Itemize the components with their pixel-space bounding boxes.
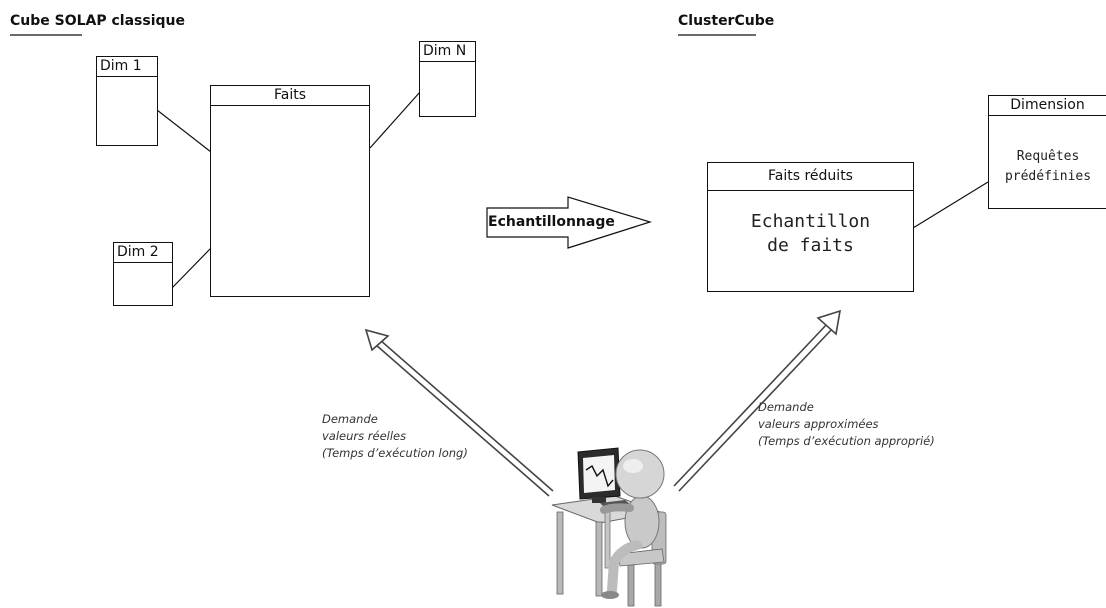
reduced-facts-table: Faits réduits xyxy=(707,162,914,292)
dim-n-header: Dim N xyxy=(420,42,475,62)
left-request-line-2: valeurs réelles xyxy=(322,429,407,443)
facts-table: Faits xyxy=(210,85,370,297)
dimension-body-line-1: Requêtes xyxy=(1016,149,1080,164)
dim-n-table: Dim N xyxy=(419,41,476,117)
dimension-table: Dimension xyxy=(988,95,1106,209)
dim-1-table: Dim 1 xyxy=(96,56,158,146)
link-dimension-reduced-facts xyxy=(912,181,989,229)
left-request-arrow xyxy=(364,328,554,497)
link-dim2-facts xyxy=(171,247,212,289)
reduced-facts-header: Faits réduits xyxy=(708,163,913,191)
dimension-header: Dimension xyxy=(989,96,1106,116)
right-request-line-2: valeurs approximées xyxy=(758,417,879,431)
left-request-line-3: (Temps d’exécution long) xyxy=(322,446,468,460)
classic-cube-title: Cube SOLAP classique xyxy=(10,13,185,29)
right-request-line-3: (Temps d’exécution approprié) xyxy=(758,434,935,448)
clustercube-title: ClusterCube xyxy=(678,13,775,29)
reduced-facts-body-line-1: Echantillon xyxy=(750,211,871,232)
sampling-label: Echantillonnage xyxy=(488,214,615,230)
reduced-facts-body-line-2: de faits xyxy=(767,235,854,256)
dim-2-header: Dim 2 xyxy=(114,243,172,263)
dim-2-table: Dim 2 xyxy=(113,242,173,306)
facts-header: Faits xyxy=(211,86,369,106)
link-dimN-facts xyxy=(369,91,421,149)
right-request-arrow xyxy=(673,309,842,492)
user-at-computer-icon xyxy=(551,447,667,607)
sampling-arrow xyxy=(486,196,653,249)
left-request-line-1: Demande xyxy=(322,412,378,426)
right-request-line-1: Demande xyxy=(758,400,814,414)
link-dim1-facts xyxy=(156,109,212,153)
dim-1-header: Dim 1 xyxy=(97,57,157,77)
dimension-body-line-2: prédéfinies xyxy=(1004,169,1092,184)
